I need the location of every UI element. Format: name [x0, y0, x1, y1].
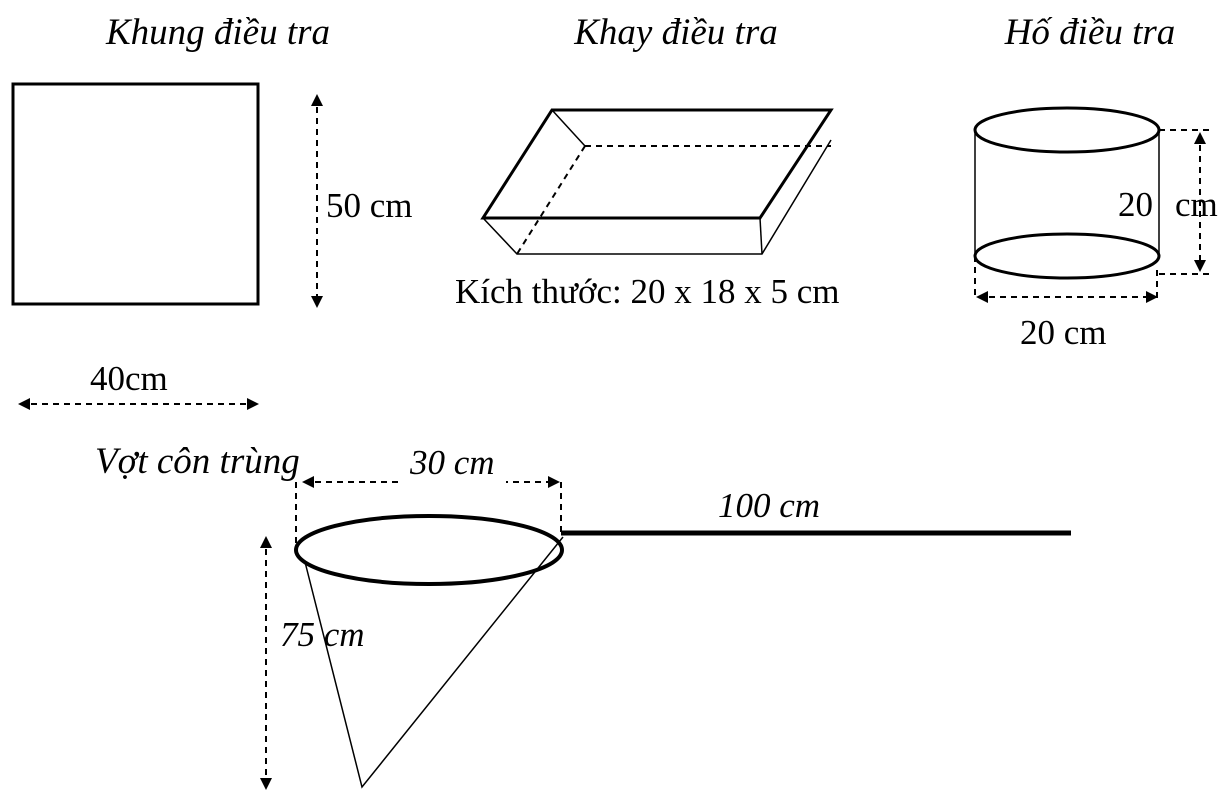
frame-width-label: 40cm [90, 359, 168, 398]
net-diameter-label: 30 cm [409, 443, 495, 482]
net-title: Vợt côn trùng [95, 441, 300, 482]
pit-width-label: 20 cm [1020, 313, 1107, 352]
frame-height-label: 50 cm [326, 186, 413, 225]
tray-front-edge [759, 217, 763, 255]
tray-size-label: Kích thước: 20 x 18 x 5 cm [455, 272, 840, 311]
pit-group: Hố điều tra 20 cm 20 cm [973, 12, 1218, 352]
tray-bottom-edges [482, 139, 832, 255]
net-depth-label: 75 cm [280, 615, 365, 654]
frame-title: Khung điều tra [105, 12, 330, 53]
tray-inner-corner [551, 109, 586, 147]
pit-top-ellipse [973, 106, 1161, 154]
pit-bottom-ellipse [973, 232, 1161, 280]
pit-title: Hố điều tra [1004, 12, 1176, 53]
tray-title: Khay điều tra [573, 12, 777, 53]
pit-height-number: 20 [1118, 185, 1153, 224]
net-diameter-label-bg [398, 448, 506, 492]
tray-rim [480, 108, 834, 220]
net-group: Vợt côn trùng 30 cm 100 cm 75 cm [95, 441, 1071, 790]
frame-group: Khung điều tra 50 cm 40cm [11, 12, 413, 410]
net-hoop [294, 514, 564, 586]
tray-group: Khay điều tra Kích thước: 20 x 18 x 5 cm [455, 12, 840, 311]
net-handle-label: 100 cm [718, 486, 820, 525]
net-cone [304, 536, 564, 789]
frame-square [11, 82, 260, 306]
tray-hidden-side-edge [516, 145, 586, 255]
pit-height-unit: cm [1175, 185, 1218, 224]
